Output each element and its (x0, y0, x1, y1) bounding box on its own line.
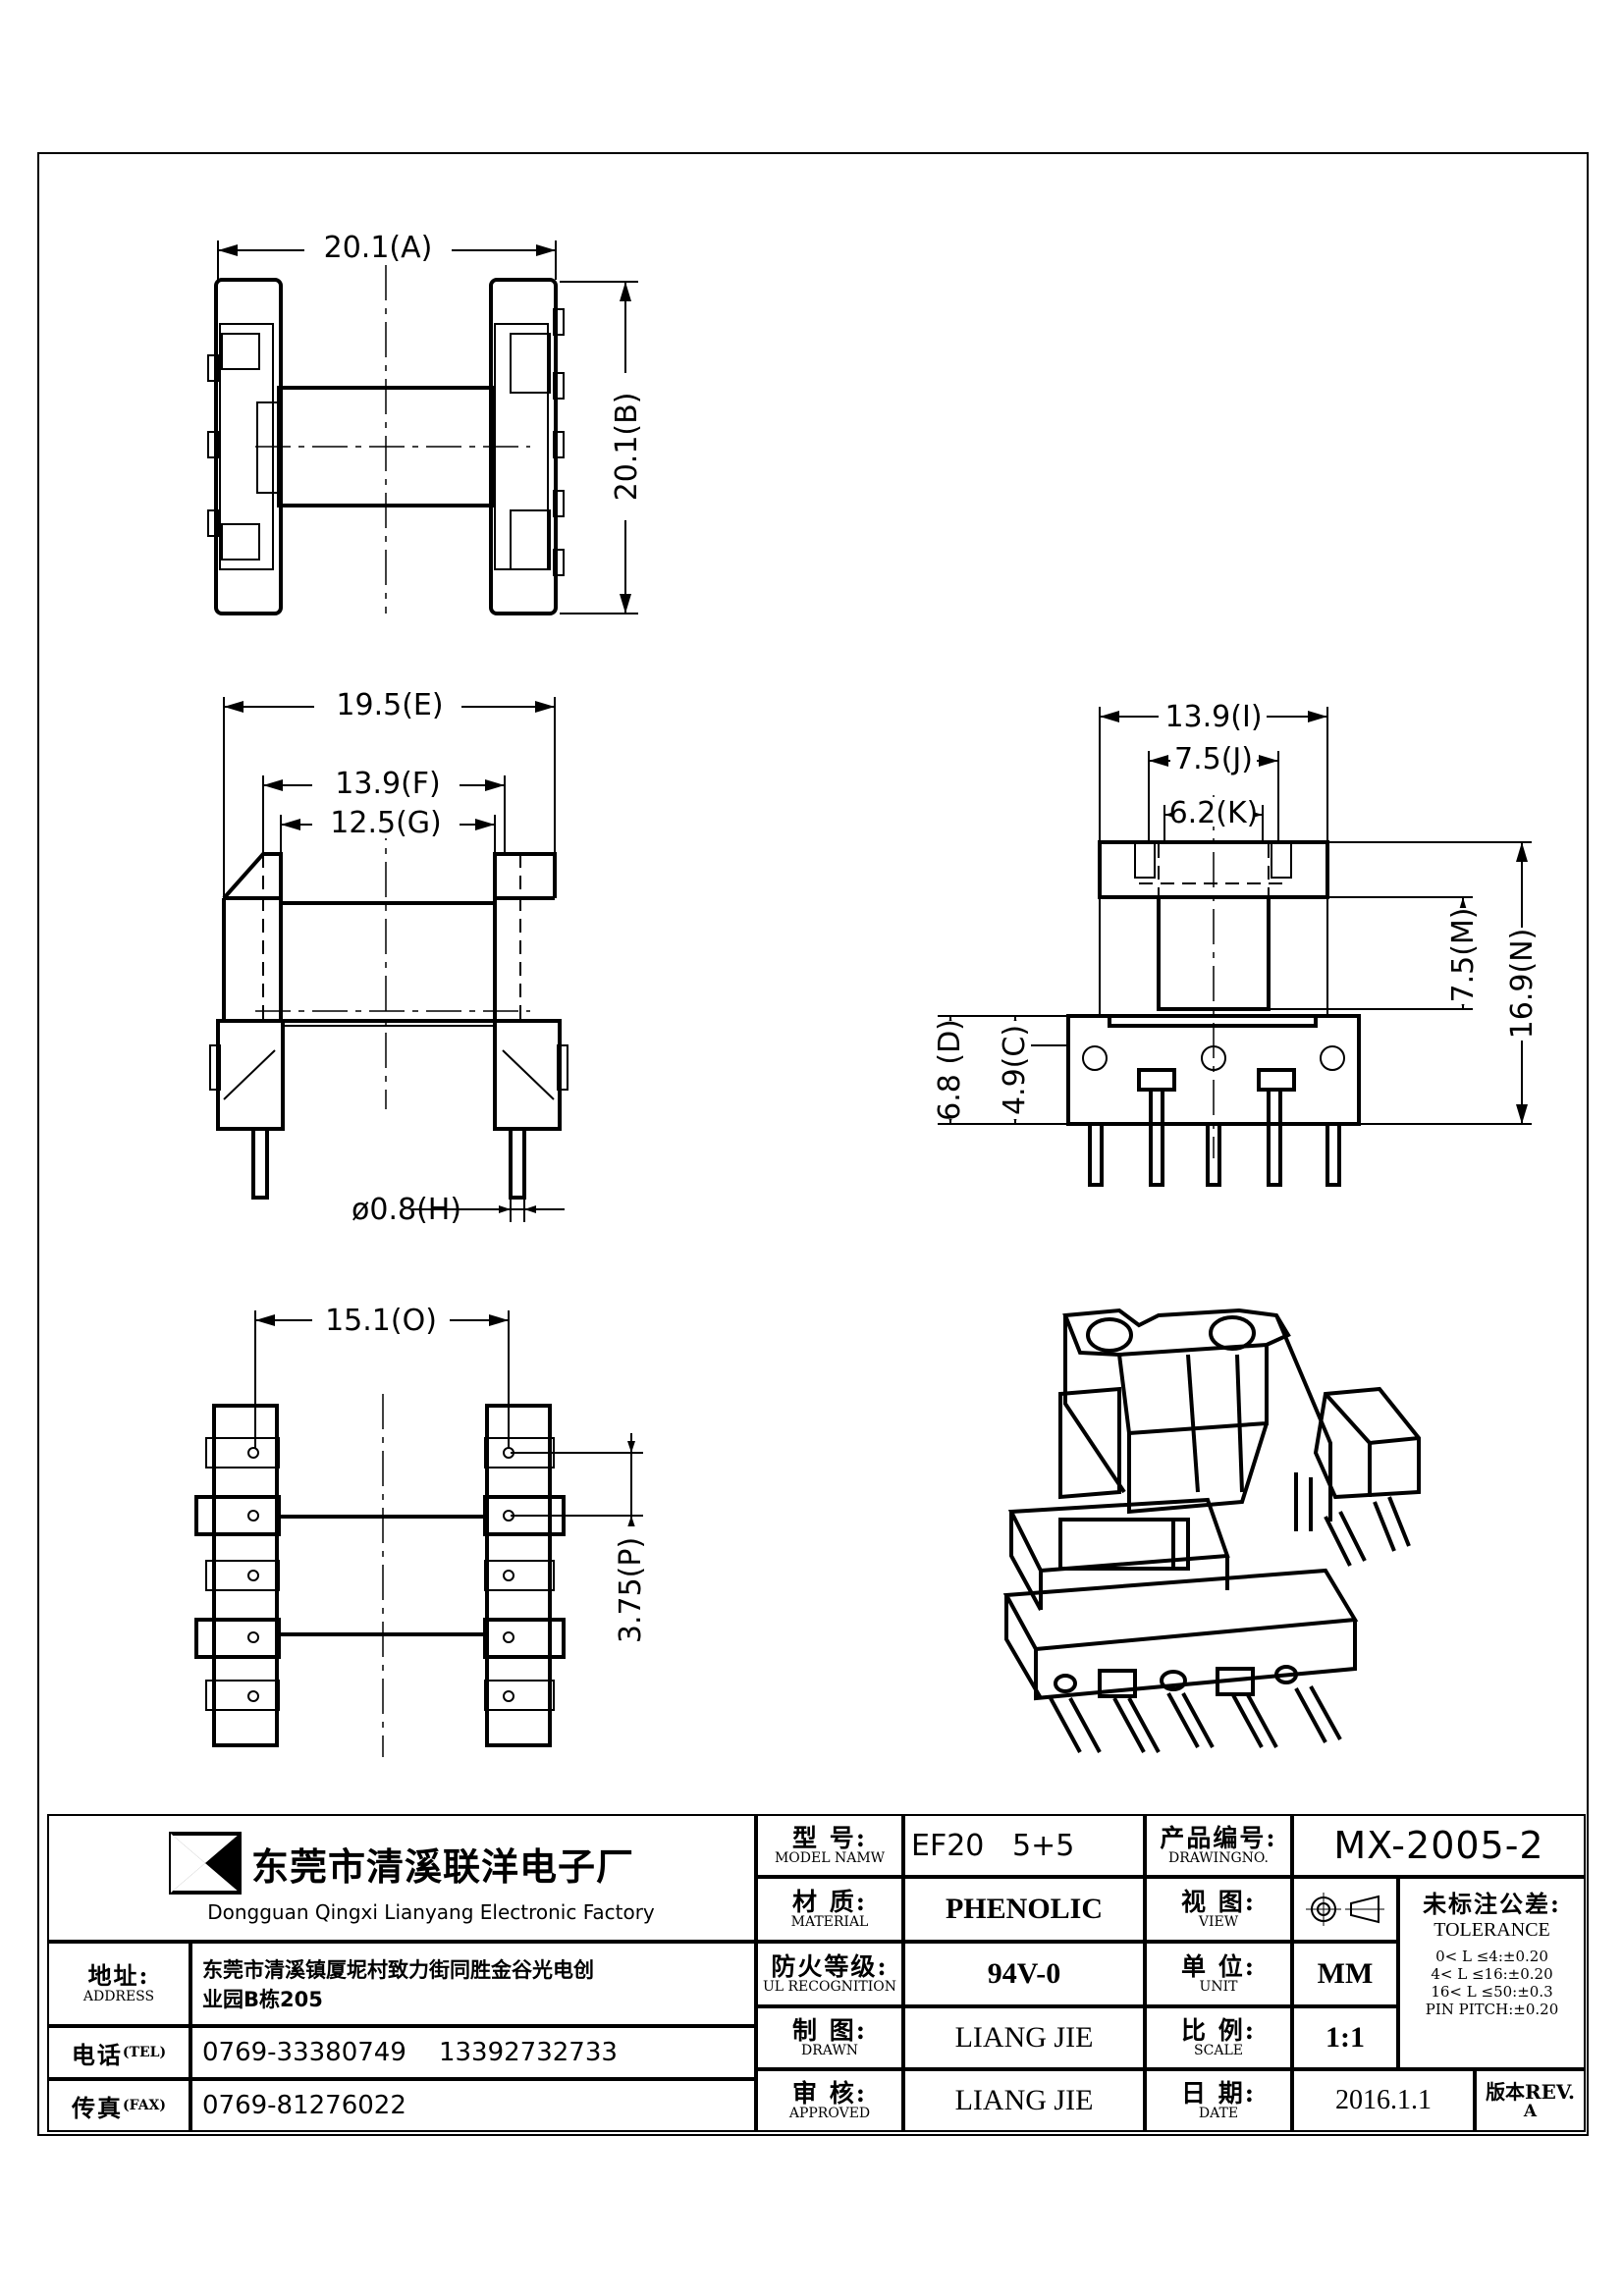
drawn-value: LIANG JIE (903, 2006, 1145, 2069)
scale-value: 1:1 (1292, 2006, 1398, 2069)
view-label: 视 图:VIEW (1145, 1877, 1292, 1942)
company-header: 东莞市清溪联洋电子厂 Dongguan Qingxi Lianyang Elec… (47, 1814, 756, 1942)
isometric-view (1002, 1308, 1421, 1753)
dim-h-label: ø0.8(H) (352, 1193, 461, 1227)
unit-label: 单 位:UNIT (1145, 1942, 1292, 2006)
side-view: 13.9(I) 7.5(J) 6.2(K) 7.5(M) 16.9(N) 6.8… (933, 699, 1540, 1187)
material-value: PHENOLIC (903, 1877, 1145, 1942)
dim-m-label: 7.5(M) (1446, 907, 1481, 1002)
scale-label: 比 例:SCALE (1145, 2006, 1292, 2069)
dim-n-label: 16.9(N) (1505, 929, 1540, 1040)
tel-value: 0769-33380749 13392732733 (190, 2026, 756, 2079)
front-view: 19.5(E) 13.9(F) 12.5(G) ø0.8(H) (209, 685, 568, 1227)
dim-j-label: 7.5(J) (1174, 742, 1253, 776)
dim-c-label: 4.9(C) (998, 1025, 1032, 1115)
view-symbol (1292, 1877, 1398, 1942)
model-label: 型 号:MODEL NAMW (756, 1814, 903, 1877)
drawn-label: 制 图:DRAWN (756, 2006, 903, 2069)
approved-value: LIANG JIE (903, 2069, 1145, 2132)
dim-g-label: 12.5(G) (330, 806, 441, 840)
dim-a-label: 20.1(A) (324, 231, 433, 265)
dim-d-label: 6.8 (D) (933, 1019, 967, 1121)
approved-label: 审 核:APPROVED (756, 2069, 903, 2132)
ul-label: 防火等级:UL RECOGNITION (756, 1942, 903, 2006)
dim-k-label: 6.2(K) (1169, 796, 1259, 830)
dim-e-label: 19.5(E) (336, 688, 443, 722)
revision-box: 版本REV. A (1475, 2069, 1586, 2132)
material-label: 材 质:MATERIAL (756, 1877, 903, 1942)
dim-i-label: 13.9(I) (1164, 700, 1262, 734)
dim-o-label: 15.1(O) (325, 1304, 437, 1338)
company-name-en: Dongguan Qingxi Lianyang Electronic Fact… (207, 1900, 655, 1924)
bottom-view: 15.1(O) 3.75(P) (194, 1301, 650, 1757)
fax-label: 传真(FAX) (47, 2079, 190, 2132)
address-value: 东莞市清溪镇厦坭村致力街同胜金谷光电创 业园B栋205 (190, 1942, 756, 2026)
drawingno-label: 产品编号:DRAWINGNO. (1145, 1814, 1292, 1877)
dim-b-label: 20.1(B) (610, 393, 644, 502)
title-block: 东莞市清溪联洋电子厂 Dongguan Qingxi Lianyang Elec… (47, 1814, 1586, 2132)
fax-value: 0769-81276022 (190, 2079, 756, 2132)
date-value: 2016.1.1 (1292, 2069, 1475, 2132)
top-view: 20.1(A) 20.1(B) (207, 228, 644, 615)
company-logo-icon (168, 1832, 242, 1895)
date-label: 日 期:DATE (1145, 2069, 1292, 2132)
dim-p-label: 3.75(P) (614, 1537, 648, 1643)
third-angle-projection-icon (1306, 1893, 1384, 1926)
tel-label: 电话(TEL) (47, 2026, 190, 2079)
dim-f-label: 13.9(F) (335, 767, 440, 801)
model-value: EF20 5+5 (903, 1814, 1145, 1877)
tolerance-box: 未标注公差: TOLERANCE 0< L ≤4:±0.20 4< L ≤16:… (1398, 1877, 1586, 2069)
unit-value: MM (1292, 1942, 1398, 2006)
drawingno-value: MX-2005-2 (1292, 1814, 1586, 1877)
address-label: 地址: ADDRESS (47, 1942, 190, 2026)
company-name-cn: 东莞市清溪联洋电子厂 (250, 1844, 634, 1889)
ul-value: 94V-0 (903, 1942, 1145, 2006)
drawing-frame (37, 152, 1589, 2136)
